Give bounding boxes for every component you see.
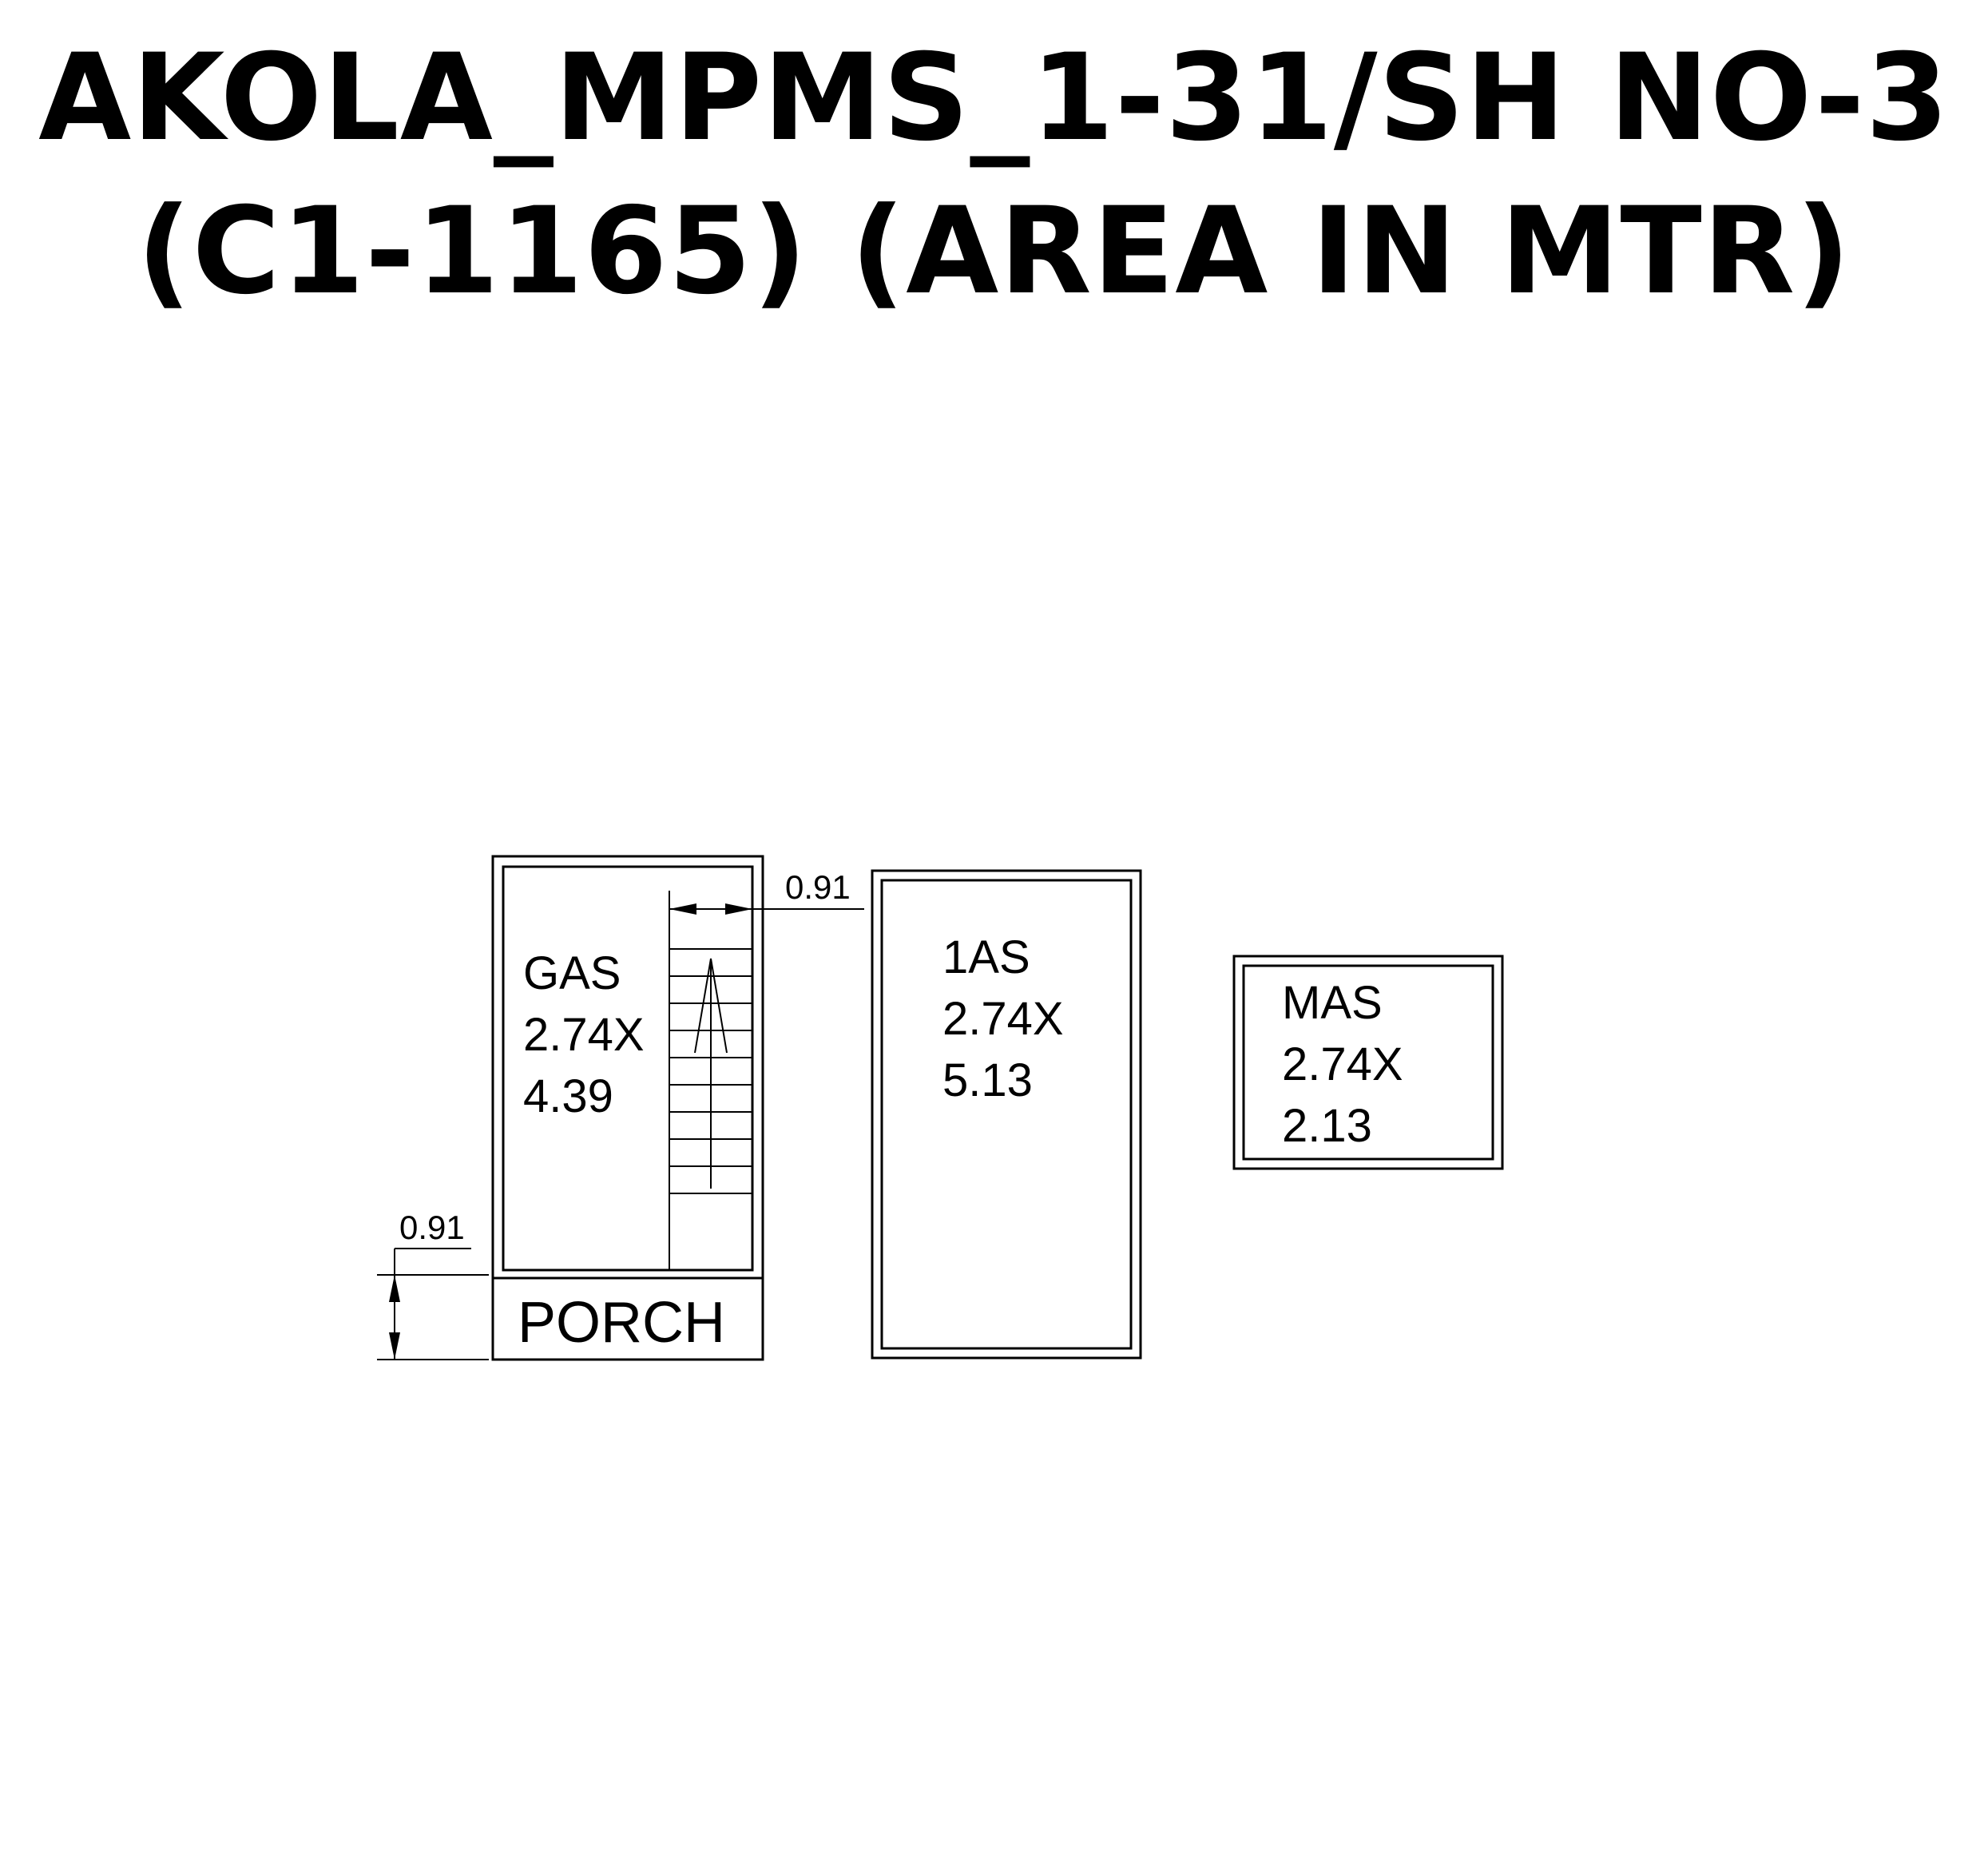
gas-room-length: 4.39 bbox=[523, 1070, 613, 1122]
porch: PORCH bbox=[518, 1291, 725, 1355]
1as-room: 1AS 2.74X 5.13 bbox=[871, 869, 1142, 1360]
mas-room-inner-wall bbox=[1242, 964, 1494, 1161]
1as-room-inner-wall bbox=[880, 879, 1133, 1350]
stair-width-value: 0.91 bbox=[785, 868, 851, 906]
mas-room-width: 2.74X bbox=[1282, 1038, 1403, 1090]
1as-room-length: 5.13 bbox=[942, 1054, 1033, 1106]
mas-room: MAS 2.74X 2.13 bbox=[1232, 955, 1504, 1170]
porch-depth-dimension: 0.91 bbox=[377, 1209, 489, 1360]
dim-arrow-right bbox=[725, 903, 752, 915]
mas-room-length: 2.13 bbox=[1282, 1100, 1372, 1152]
plan-title-line-1: AKOLA_MPMS_1-31/SH NO-3 bbox=[38, 29, 1950, 168]
gas-room: GAS 2.74X 4.39 bbox=[491, 855, 764, 1361]
staircase bbox=[669, 891, 752, 1270]
dim-arrow-left bbox=[669, 903, 696, 915]
porch-depth-value: 0.91 bbox=[399, 1209, 465, 1246]
stair-width-dimension: 0.91 bbox=[669, 868, 864, 935]
gas-room-width: 2.74X bbox=[523, 1009, 645, 1061]
gas-room-name: GAS bbox=[523, 947, 621, 999]
gas-room-outer-wall bbox=[491, 855, 764, 1361]
mas-room-name: MAS bbox=[1282, 977, 1383, 1029]
dim-arrow-top bbox=[389, 1275, 400, 1302]
stair-direction-arrow bbox=[694, 958, 728, 1054]
gas-room-inner-wall bbox=[502, 865, 754, 1272]
plan-title-line-2: (C1-1165) (AREA IN MTR) bbox=[137, 182, 1851, 321]
1as-room-outer-wall bbox=[871, 869, 1142, 1360]
mas-room-outer-wall bbox=[1232, 955, 1504, 1170]
1as-room-name: 1AS bbox=[942, 931, 1030, 983]
porch-label: PORCH bbox=[518, 1291, 725, 1355]
dim-arrow-bottom bbox=[389, 1332, 400, 1360]
1as-room-width: 2.74X bbox=[942, 993, 1064, 1045]
